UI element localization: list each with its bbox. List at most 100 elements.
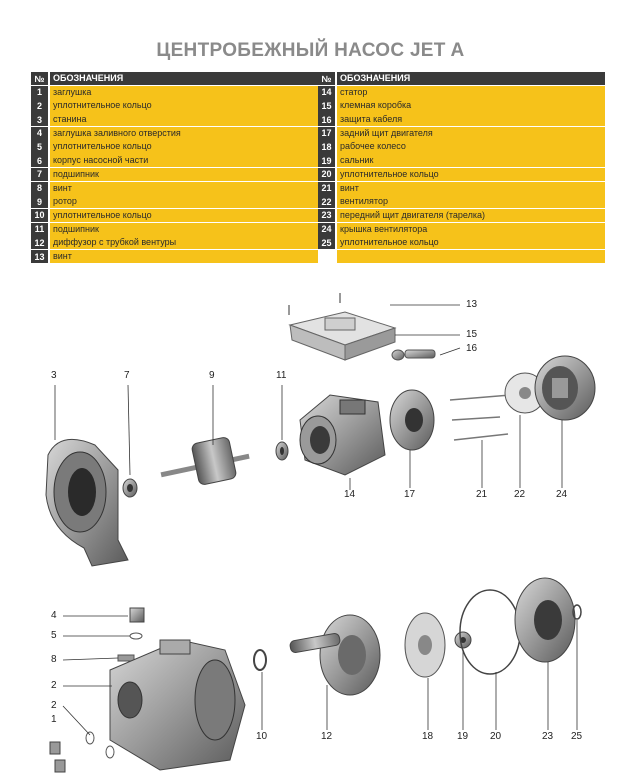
header-label: ОБОЗНАЧЕНИЯ xyxy=(337,72,605,86)
callout-2: 2 xyxy=(51,680,57,691)
legend-num: 11 xyxy=(31,222,48,236)
legend-num: 22 xyxy=(318,195,335,209)
legend-num: 21 xyxy=(318,181,335,195)
legend-label: заглушка xyxy=(50,85,318,99)
legend-num: 17 xyxy=(318,126,335,140)
legend-label: диффузор с трубкой вентуры xyxy=(50,236,318,250)
callout-3: 3 xyxy=(51,370,57,381)
leader-lines xyxy=(54,304,578,736)
legend-label: станина xyxy=(50,113,318,127)
legend-label: уплотнительное кольцо xyxy=(337,167,605,181)
callout-14: 14 xyxy=(344,489,356,500)
legend-label: винт xyxy=(50,249,318,264)
legend-label: статор xyxy=(337,85,605,99)
legend-num-empty xyxy=(318,250,335,263)
o-ring-part xyxy=(253,649,267,671)
header-label: ОБОЗНАЧЕНИЯ xyxy=(50,72,318,86)
legend-label: рабочее колесо xyxy=(337,140,605,154)
legend-num: 25 xyxy=(318,236,335,250)
callout-19: 19 xyxy=(457,731,469,742)
legend-header: № ОБОЗНАЧЕНИЯ xyxy=(318,72,605,86)
fan-cover-part xyxy=(534,355,596,421)
legend-label: вентилятор xyxy=(337,195,605,209)
legend-label: клемная коробка xyxy=(337,99,605,113)
bearing-part-2 xyxy=(275,441,289,461)
legend-label: уплотнительное кольцо xyxy=(50,99,318,113)
legend-num: 18 xyxy=(318,140,335,154)
front-shield-part xyxy=(514,577,576,663)
callout-10: 10 xyxy=(256,731,268,742)
callout-24: 24 xyxy=(556,489,568,500)
legend-num: 10 xyxy=(31,208,48,223)
callout-20: 20 xyxy=(490,731,502,742)
callout-18: 18 xyxy=(422,731,434,742)
legend-label: передний щит двигателя (тарелка) xyxy=(337,208,605,223)
legend-num: 16 xyxy=(318,113,335,127)
legend-num: 9 xyxy=(31,195,48,209)
callout-22: 22 xyxy=(514,489,526,500)
legend-label: корпус насосной части xyxy=(50,154,318,168)
legend-label: заглушка заливного отверстия xyxy=(50,126,318,140)
callout-21: 21 xyxy=(476,489,488,500)
callout-12: 12 xyxy=(321,731,333,742)
rear-shield-part xyxy=(389,389,435,451)
legend-num: 4 xyxy=(31,126,48,140)
exploded-view-drawing xyxy=(45,293,596,773)
legend-label: подшипник xyxy=(50,167,318,181)
legend-num: 3 xyxy=(31,113,48,127)
header-num: № xyxy=(318,72,335,86)
callout-5: 5 xyxy=(51,630,57,641)
legend-label: сальник xyxy=(337,154,605,168)
frame-part xyxy=(45,438,129,567)
callout-1: 1 xyxy=(51,714,57,725)
callout-17: 17 xyxy=(404,489,416,500)
legend-label: подшипник xyxy=(50,222,318,236)
legend-row-empty xyxy=(318,249,605,264)
callout-9: 9 xyxy=(209,370,215,381)
legend-label: уплотнительное кольцо xyxy=(337,236,605,250)
legend-label: защита кабеля xyxy=(337,113,605,127)
legend-label-empty xyxy=(337,249,605,264)
header-num: № xyxy=(31,72,48,86)
pump-body-part xyxy=(109,639,246,771)
legend-num: 5 xyxy=(31,140,48,154)
legend-label: задний щит двигателя xyxy=(337,126,605,140)
terminal-box-part xyxy=(288,293,397,361)
callout-2b: 2 xyxy=(51,700,57,711)
rotor-part xyxy=(160,437,250,485)
legend-num: 13 xyxy=(31,249,48,264)
callout-25: 25 xyxy=(571,731,583,742)
drain-plugs-part xyxy=(49,731,115,773)
legend-num: 15 xyxy=(318,99,335,113)
callout-15: 15 xyxy=(466,329,478,340)
legend-label: винт xyxy=(337,181,605,195)
legend-num: 14 xyxy=(318,85,335,99)
legend-label: уплотнительное кольцо xyxy=(50,140,318,154)
callout-8: 8 xyxy=(51,654,57,665)
legend-num: 2 xyxy=(31,99,48,113)
legend-label: уплотнительное кольцо xyxy=(50,208,318,223)
impeller-part xyxy=(404,612,446,678)
